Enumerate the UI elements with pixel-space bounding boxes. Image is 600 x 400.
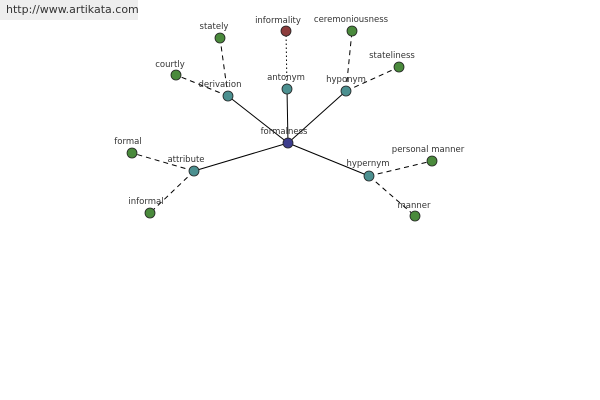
edge-center-attribute	[193, 142, 289, 172]
leaf-node-attribute-0[interactable]	[126, 147, 138, 159]
leaf-node-derivation-0[interactable]	[214, 32, 226, 44]
leaf-label-attribute-0[interactable]: formal	[114, 137, 141, 147]
edge-center-hyponym	[287, 90, 347, 144]
edge-derivation-leaf-1	[175, 74, 229, 97]
leaf-node-hypernym-0[interactable]	[426, 155, 438, 167]
relation-node-hypernym[interactable]	[363, 170, 375, 182]
site-url-banner[interactable]: http://www.artikata.com	[0, 0, 139, 20]
edge-center-hypernym	[287, 142, 370, 177]
leaf-node-hyponym-1[interactable]	[393, 61, 405, 73]
leaf-label-hypernym-1[interactable]: manner	[398, 201, 431, 211]
graph-nodes: derivationstatelycourtlyantonyminformali…	[114, 15, 465, 222]
edge-attribute-leaf-1	[149, 170, 195, 214]
leaf-label-derivation-1[interactable]: courtly	[155, 60, 184, 70]
leaf-label-hyponym-1[interactable]: stateliness	[369, 51, 415, 61]
center-node[interactable]	[282, 137, 294, 149]
leaf-label-antonym-0[interactable]: informality	[255, 16, 301, 26]
relation-label-derivation[interactable]: derivation	[198, 80, 241, 90]
relation-node-antonym[interactable]	[281, 83, 293, 95]
edge-hypernym-leaf-1	[368, 175, 416, 217]
relation-label-attribute[interactable]: attribute	[167, 155, 204, 165]
graph-edges	[131, 30, 433, 217]
leaf-label-derivation-0[interactable]: stately	[200, 22, 229, 32]
leaf-node-attribute-1[interactable]	[144, 207, 156, 219]
relation-node-attribute[interactable]	[188, 165, 200, 177]
leaf-label-hypernym-0[interactable]: personal manner	[392, 145, 465, 155]
center-label[interactable]: formalness	[261, 127, 308, 137]
edge-center-antonym	[286, 88, 289, 144]
relation-label-antonym[interactable]: antonym	[267, 73, 305, 83]
edge-antonym-leaf-0	[285, 30, 288, 90]
leaf-node-hypernym-1[interactable]	[409, 210, 421, 222]
relation-node-derivation[interactable]	[222, 90, 234, 102]
edge-hyponym-leaf-1	[345, 66, 400, 92]
edge-derivation-leaf-0	[219, 37, 229, 97]
edge-hypernym-leaf-0	[368, 160, 433, 177]
edge-attribute-leaf-0	[131, 152, 195, 172]
leaf-node-derivation-1[interactable]	[170, 69, 182, 81]
relation-label-hypernym[interactable]: hypernym	[346, 159, 389, 169]
edge-hyponym-leaf-0	[345, 30, 353, 92]
edge-center-derivation	[227, 95, 289, 144]
leaf-label-hyponym-0[interactable]: ceremoniousness	[314, 15, 389, 25]
relation-label-hyponym[interactable]: hyponym	[326, 75, 366, 85]
leaf-node-hyponym-0[interactable]	[346, 25, 358, 37]
leaf-node-antonym-0[interactable]	[280, 25, 292, 37]
leaf-label-attribute-1[interactable]: informal	[128, 197, 163, 207]
relation-node-hyponym[interactable]	[340, 85, 352, 97]
